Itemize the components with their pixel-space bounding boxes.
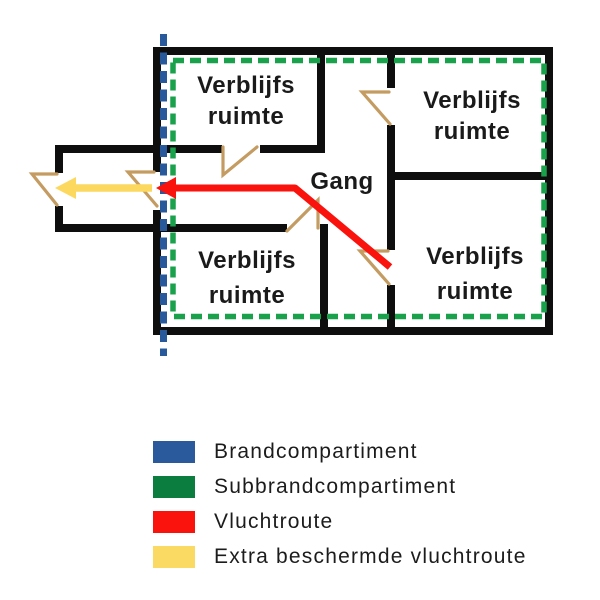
vestibule-wall-left-upper [55, 145, 63, 173]
legend-label-subbrandcompartiment: Subbrandcompartiment [214, 475, 457, 498]
room-labels: Verblijfs ruimte Verblijfs ruimte Verbli… [197, 72, 524, 309]
vestibule-wall-left-lower [55, 206, 63, 232]
door-vestibule-icon [124, 170, 159, 208]
room-label-top-left-line2: ruimte [208, 103, 284, 130]
legend-row-brandcompartiment: Brandcompartiment [153, 440, 527, 463]
room-label-bottom-left-line1: Verblijfs [198, 247, 296, 274]
wall-left-upper [153, 47, 161, 172]
wall-topleft-room-bottom-a [161, 145, 222, 153]
wall-right-rooms-left-c [387, 285, 395, 327]
wall-gang-lower-left [320, 224, 328, 327]
extra-vluchtroute-arrowhead-icon [55, 177, 76, 199]
wall-left-lower [153, 210, 161, 335]
room-label-top-right-line2: ruimte [434, 118, 510, 145]
door-exit-outside-icon [28, 172, 59, 207]
door-bottomright-room-icon [356, 249, 391, 286]
floorplan-svg: Verblijfs ruimte Verblijfs ruimte Verbli… [28, 34, 553, 356]
legend-swatch-extra-vluchtroute [153, 546, 195, 568]
wall-top [153, 47, 553, 55]
legend-swatch-brandcompartiment [153, 441, 195, 463]
door-topleft-room-icon [221, 145, 259, 179]
room-label-top-left-line1: Verblijfs [197, 72, 295, 99]
legend-label-brandcompartiment: Brandcompartiment [214, 440, 418, 463]
room-label-bottom-left-line2: ruimte [209, 282, 285, 309]
vluchtroute-arrowhead-icon [156, 177, 176, 199]
wall-topleft-room-right [317, 47, 325, 152]
vestibule-wall-bottom [55, 224, 155, 232]
vluchtroute-arrow-line [174, 184, 393, 270]
corridor-label: Gang [310, 168, 373, 195]
door-bottomleft-room-icon [285, 196, 320, 233]
wall-right-rooms-divider [395, 172, 545, 180]
legend-row-vluchtroute: Vluchtroute [153, 510, 527, 533]
legend-row-extra-vluchtroute: Extra beschermde vluchtroute [153, 545, 527, 568]
walls [55, 47, 553, 335]
legend-swatch-vluchtroute [153, 511, 195, 533]
door-topright-room-icon [358, 90, 392, 126]
room-label-top-right-line1: Verblijfs [423, 87, 521, 114]
wall-right-rooms-left-b [387, 125, 395, 250]
wall-right-rooms-left-a [387, 47, 395, 88]
legend-swatch-subbrandcompartiment [153, 476, 195, 498]
wall-bottomleft-room-top [161, 224, 287, 232]
legend-label-vluchtroute: Vluchtroute [214, 510, 334, 533]
vestibule-wall-top [55, 145, 155, 153]
room-label-bottom-right-line2: ruimte [437, 278, 513, 305]
wall-bottom [153, 327, 553, 335]
room-label-bottom-right-line1: Verblijfs [426, 243, 524, 270]
legend-label-extra-vluchtroute: Extra beschermde vluchtroute [214, 545, 527, 568]
wall-topleft-room-bottom-b [260, 145, 325, 153]
door-symbols [28, 90, 392, 286]
legend: Brandcompartiment Subbrandcompartiment V… [153, 440, 527, 581]
wall-right [545, 47, 553, 335]
legend-row-subbrandcompartiment: Subbrandcompartiment [153, 475, 527, 498]
